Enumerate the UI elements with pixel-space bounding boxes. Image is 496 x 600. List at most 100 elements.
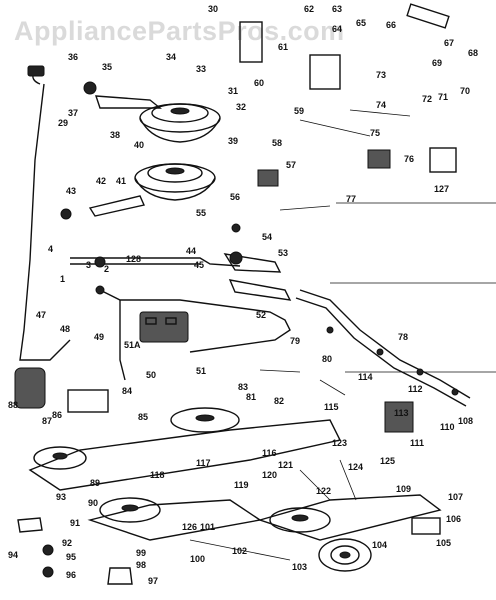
part-number-label: 49 [94,332,104,342]
part-number-label: 97 [148,576,158,586]
part-number-label: 59 [294,106,304,116]
part-number-label: 111 [410,438,424,448]
part-number-label: 105 [436,538,451,548]
part-number-label: 92 [62,538,72,548]
part-number-label: 126 [182,522,197,532]
part-number-label: 87 [42,416,52,426]
part-number-label: 123 [332,438,347,448]
part-number-label: 67 [444,38,454,48]
part-number-label: 106 [446,514,461,524]
part-number-label: 80 [322,354,332,364]
part-number-label: 93 [56,492,66,502]
part-number-label: 98 [136,560,146,570]
part-number-label: 73 [376,70,386,80]
part-number-label: 66 [386,20,396,30]
part-number-label: 1 [60,274,65,284]
part-number-label: 95 [66,552,76,562]
part-number-label: 72 [422,94,432,104]
part-number-label: 56 [230,192,240,202]
part-number-label: 54 [262,232,272,242]
part-number-label: 78 [398,332,408,342]
part-number-label: 44 [186,246,196,256]
part-number-label: 108 [458,416,473,426]
part-number-label: 68 [468,48,478,58]
part-number-label: 112 [408,384,423,394]
part-number-label: 127 [434,184,449,194]
part-number-label: 33 [196,64,206,74]
part-number-label: 96 [66,570,76,580]
part-number-label: 34 [166,52,176,62]
part-number-label: 94 [8,550,18,560]
part-number-label: 82 [274,396,284,406]
part-number-label: 115 [324,402,339,412]
part-number-label: 45 [194,260,204,270]
part-number-label: 61 [278,42,288,52]
part-number-label: 47 [36,310,46,320]
part-number-label: 81 [246,392,256,402]
part-number-label: 29 [58,118,68,128]
part-number-label: 101 [200,522,215,532]
part-number-label: 110 [440,422,455,432]
manifold-bar-78 [295,289,471,407]
part-number-label: 55 [196,208,206,218]
part-number-label: 121 [278,460,293,470]
part-number-label: 64 [332,24,342,34]
part-number-label: 36 [68,52,78,62]
hardware [14,3,457,585]
part-number-label: 76 [404,154,414,164]
manifold-assembly [70,253,292,381]
part-number-label: 89 [90,478,100,488]
part-number-label: 128 [126,254,141,264]
part-number-label: 79 [290,336,300,346]
part-number-label: 51A [124,340,141,350]
part-number-label: 83 [238,382,248,392]
part-number-label: 71 [438,92,448,102]
part-number-label: 4 [48,244,53,254]
part-number-label: 85 [138,412,148,422]
part-number-label: 37 [68,108,78,118]
part-number-label: 107 [448,492,463,502]
part-number-label: 103 [292,562,307,572]
part-number-label: 122 [316,486,331,496]
part-number-label: 38 [110,130,120,140]
part-number-label: 125 [380,456,395,466]
part-number-label: 58 [272,138,282,148]
part-number-label: 88 [8,400,18,410]
part-number-label: 2 [104,264,109,274]
burner-38 [95,95,221,143]
part-number-label: 40 [134,140,144,150]
part-number-label: 43 [66,186,76,196]
part-number-label: 48 [60,324,70,334]
part-number-label: 39 [228,136,238,146]
part-number-label: 119 [234,480,249,490]
part-number-label: 35 [102,62,112,72]
part-number-label: 51 [196,366,206,376]
part-number-label: 116 [262,448,277,458]
part-number-label: 53 [278,248,288,258]
part-number-label: 32 [236,102,246,112]
part-number-label: 62 [304,4,314,14]
part-number-label: 41 [116,176,126,186]
part-number-label: 75 [370,128,380,138]
part-number-label: 74 [376,100,386,110]
part-number-label: 63 [332,4,342,14]
part-number-label: 70 [460,86,470,96]
part-number-label: 77 [346,194,356,204]
reference-lines [330,202,496,373]
part-number-label: 90 [88,498,98,508]
lower-burners [28,407,442,572]
part-number-label: 42 [96,176,106,186]
part-number-label: 102 [232,546,247,556]
part-number-label: 3 [86,260,91,270]
part-number-label: 91 [70,518,80,528]
part-number-label: 65 [356,18,366,28]
part-number-label: 117 [196,458,211,468]
part-number-label: 84 [122,386,132,396]
gas-tube-47 [19,65,71,361]
part-number-label: 104 [372,540,387,550]
part-number-label: 113 [394,408,409,418]
part-number-label: 31 [228,86,238,96]
part-number-label: 114 [358,372,373,382]
part-number-label: 52 [256,310,266,320]
part-number-label: 69 [432,58,442,68]
